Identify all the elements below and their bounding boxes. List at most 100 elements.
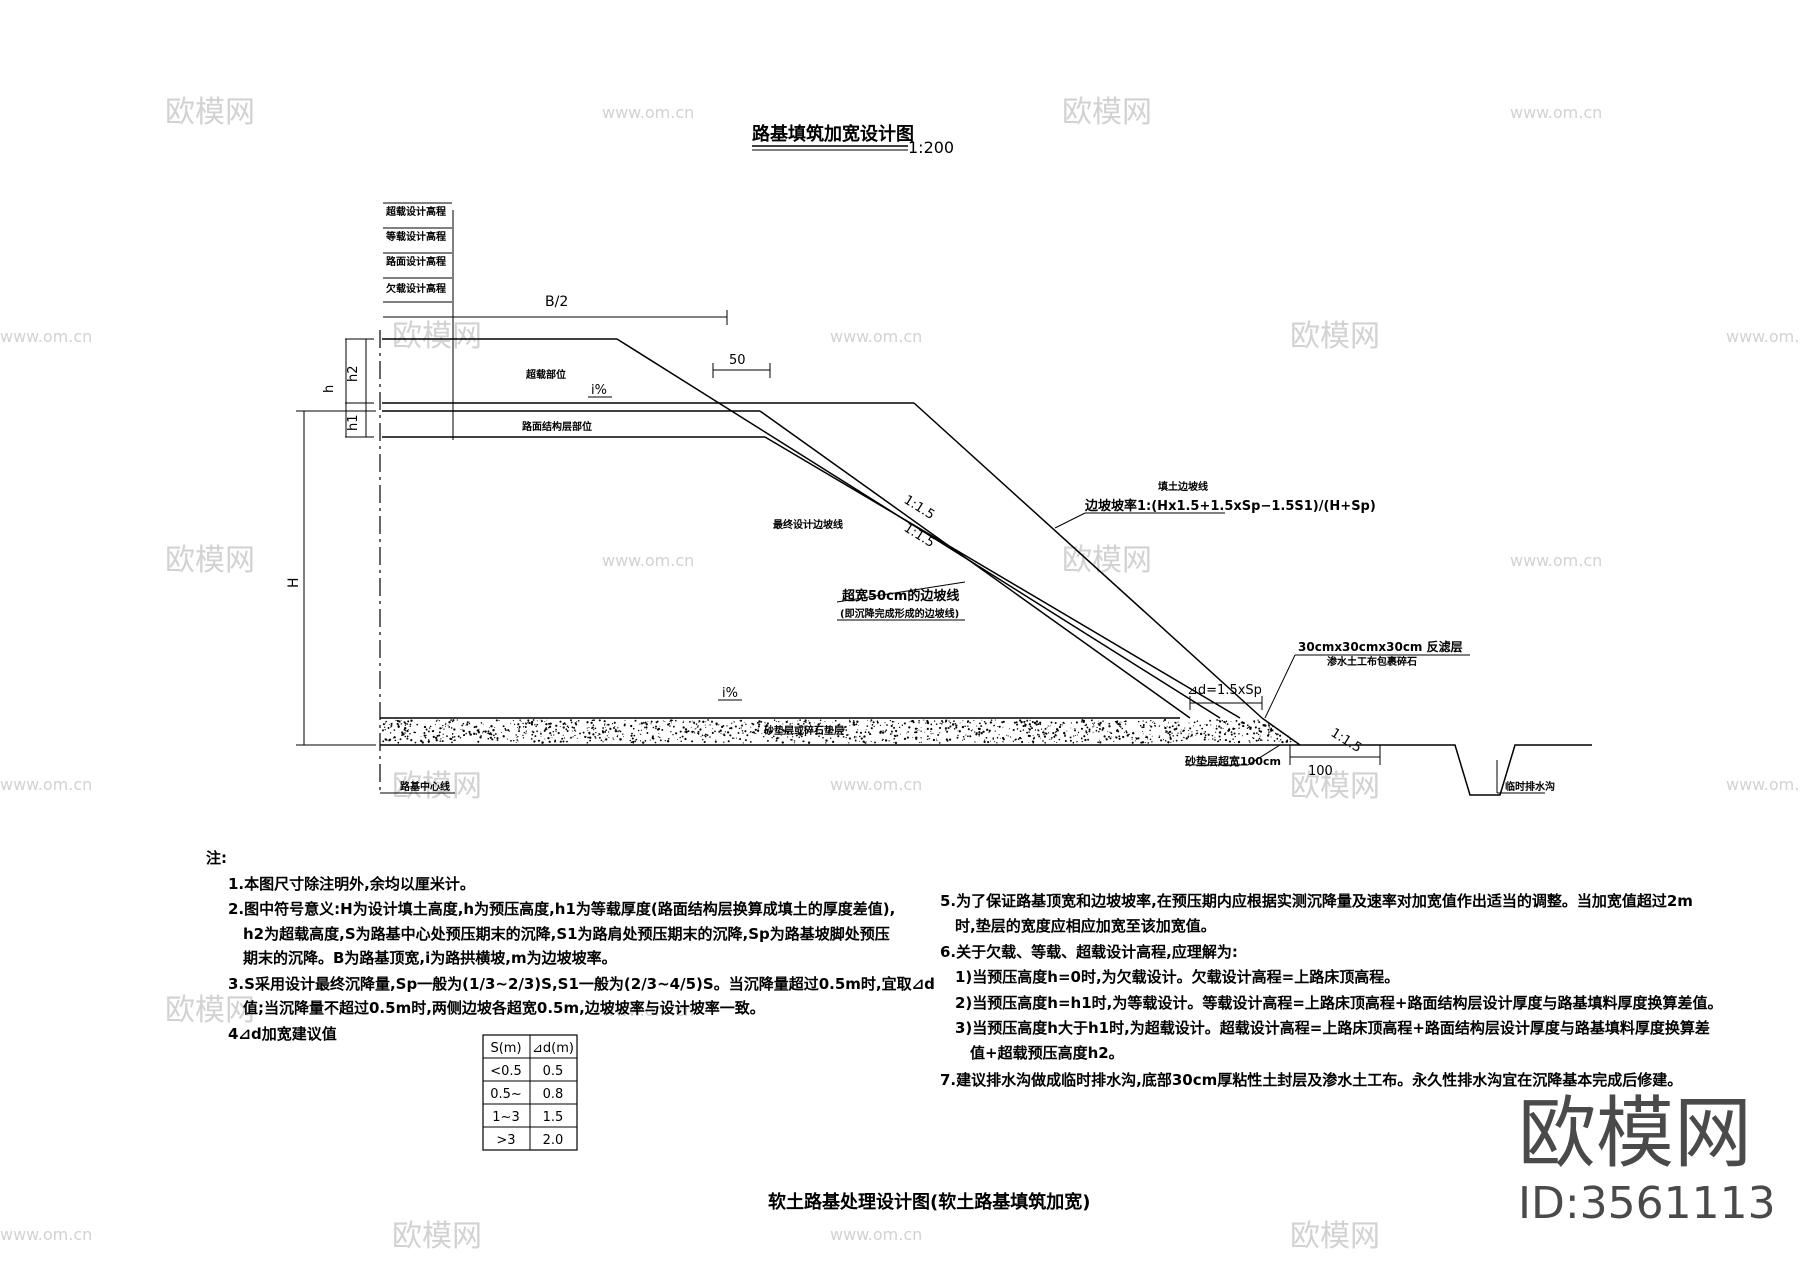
fill-slope-title: 填土边坡线 xyxy=(1158,480,1208,493)
sand-speck xyxy=(872,721,875,724)
note-line: 时,垫层的宽度应相应加宽至该加宽值。 xyxy=(955,917,1216,935)
sand-speck xyxy=(795,734,798,737)
sand-speck xyxy=(1098,730,1100,733)
sand-speck xyxy=(908,726,911,729)
watermark-brand: 欧模网 xyxy=(165,543,255,578)
sand-speck xyxy=(1253,720,1256,723)
sand-speck xyxy=(1242,721,1245,724)
sand-speck xyxy=(726,731,730,734)
sand-speck xyxy=(1214,739,1216,741)
sand-speck xyxy=(1273,740,1276,742)
sand-speck xyxy=(949,738,952,741)
sand-speck xyxy=(1151,721,1154,723)
sand-speck xyxy=(546,728,548,730)
sand-speck xyxy=(520,720,522,722)
sand-speck xyxy=(845,729,848,731)
sand-speck xyxy=(416,723,419,726)
sand-speck xyxy=(980,732,983,735)
sand-speck xyxy=(452,733,454,736)
sand-speck xyxy=(549,732,552,735)
sand-speck xyxy=(1238,733,1240,735)
sand-speck xyxy=(1149,725,1151,727)
sand-speck xyxy=(1171,732,1173,734)
sand-speck xyxy=(659,725,661,727)
sand-speck xyxy=(1081,719,1084,722)
sand-speck xyxy=(512,739,515,742)
sand-speck xyxy=(724,731,727,733)
sand-speck xyxy=(785,720,788,724)
sand-speck xyxy=(1242,723,1243,725)
sand-speck xyxy=(395,719,397,722)
sand-speck xyxy=(452,732,454,735)
sand-speck xyxy=(920,741,922,743)
sand-speck xyxy=(609,727,612,731)
sand-speck xyxy=(392,737,394,739)
sand-speck xyxy=(502,735,505,738)
sand-speck xyxy=(893,721,895,723)
sand-speck xyxy=(854,739,857,742)
sand-speck xyxy=(923,719,925,721)
sand-speck xyxy=(811,729,813,731)
sand-speck xyxy=(574,729,576,731)
sand-speck xyxy=(729,734,732,737)
sand-speck xyxy=(1047,725,1049,727)
sand-speck xyxy=(1199,724,1201,727)
sand-speck xyxy=(563,737,566,739)
sand-speck xyxy=(582,731,585,734)
sand-speck xyxy=(456,719,458,721)
sand-speck xyxy=(1225,732,1227,734)
sand-speck xyxy=(1008,728,1010,730)
sand-speck xyxy=(723,741,725,743)
sand-speck xyxy=(799,719,801,721)
sand-speck xyxy=(1122,736,1124,738)
sand-speck xyxy=(1164,726,1166,728)
sand-speck xyxy=(1269,727,1271,729)
sand-speck xyxy=(1024,724,1027,727)
sand-speck xyxy=(848,742,850,744)
watermark-brand: 欧模网 xyxy=(1290,769,1380,804)
sand-speck xyxy=(605,729,608,732)
sand-speck xyxy=(939,722,941,724)
sand-speck xyxy=(710,720,714,723)
table-cell: >3 xyxy=(496,1133,515,1148)
sand-speck xyxy=(1234,742,1236,744)
sand-speck xyxy=(1211,734,1214,737)
sand-speck xyxy=(849,725,851,726)
sand-speck xyxy=(962,720,964,722)
sand-speck xyxy=(862,740,865,743)
sand-speck xyxy=(700,736,702,737)
sand-speck xyxy=(480,722,483,724)
sand-speck xyxy=(930,723,933,726)
sand-speck xyxy=(1032,737,1035,740)
sand-speck xyxy=(864,742,867,744)
sand-speck xyxy=(1185,737,1189,740)
sand-speck xyxy=(925,720,927,722)
sand-speck xyxy=(540,735,542,737)
sand-speck xyxy=(1108,735,1110,738)
sand-speck xyxy=(675,719,677,722)
sand-speck xyxy=(1283,733,1285,735)
sand-speck xyxy=(694,728,696,730)
sand-speck xyxy=(536,730,538,733)
sand-speck xyxy=(705,726,707,728)
sand-speck xyxy=(617,727,619,729)
sand-speck xyxy=(854,735,856,738)
sand-speck xyxy=(574,734,576,737)
sand-speck xyxy=(1119,726,1122,728)
sand-speck xyxy=(1124,723,1127,725)
watermark-brand: 欧模网 xyxy=(165,993,255,1028)
sand-speck xyxy=(919,741,921,744)
sand-speck xyxy=(477,740,480,743)
sand-speck xyxy=(695,727,697,729)
sand-speck xyxy=(427,740,430,743)
sand-speck xyxy=(802,740,805,743)
sand-cushion xyxy=(382,718,1292,745)
sand-speck xyxy=(704,735,707,738)
sand-speck xyxy=(988,731,990,733)
sand-speck xyxy=(1086,724,1087,726)
widening-table: S(m) ⊿d(m) <0.5 0.5 0.5~ 0.8 1~3 1.5 >3 … xyxy=(482,1034,578,1151)
sand-speck xyxy=(552,730,555,733)
sand-speck xyxy=(656,728,660,731)
sand-speck xyxy=(903,737,907,741)
sand-speck xyxy=(384,738,387,741)
